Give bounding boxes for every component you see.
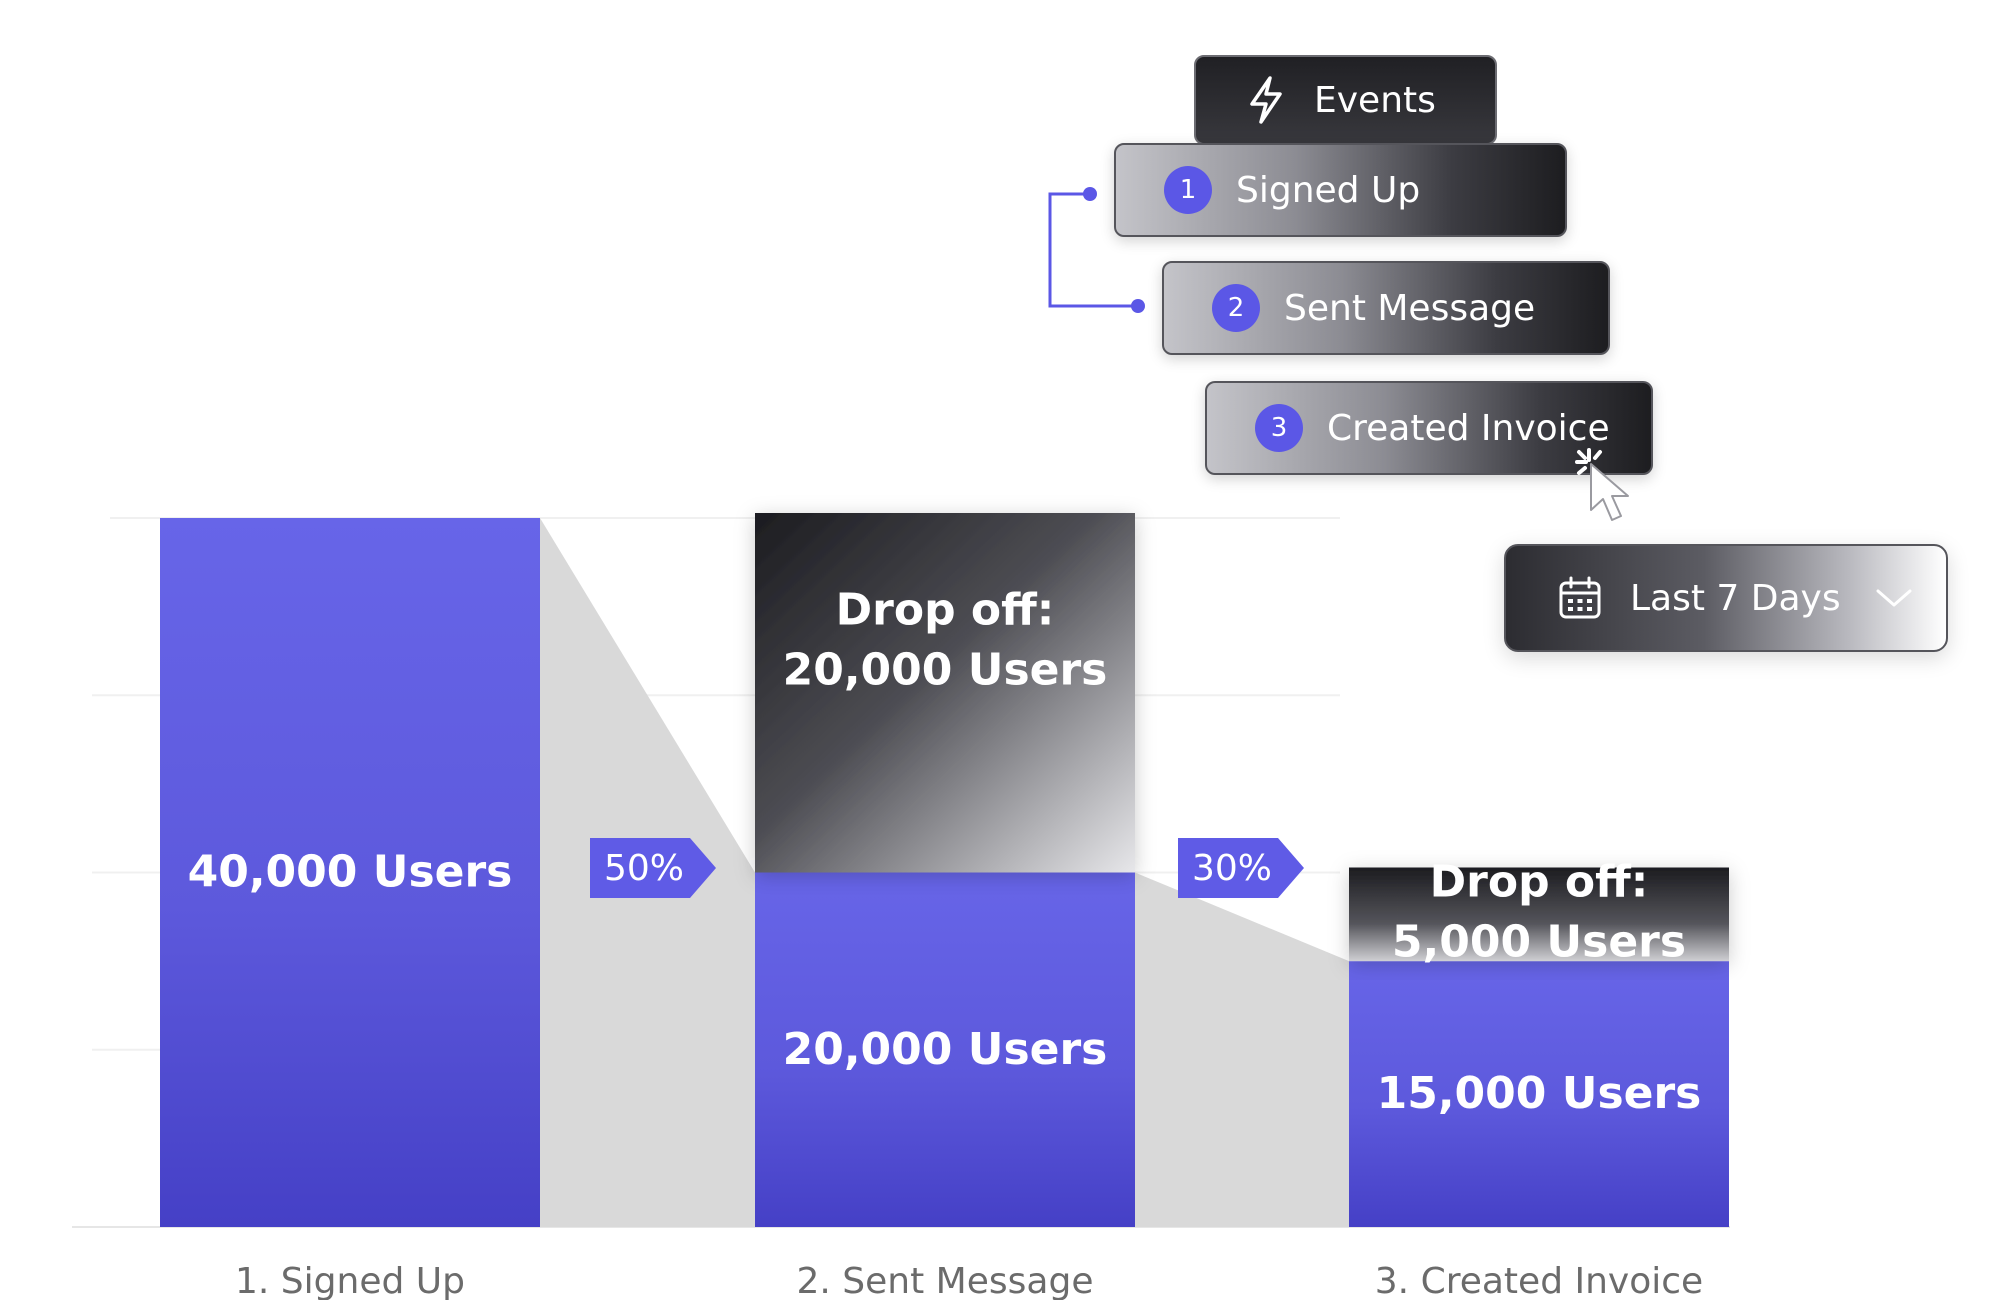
conversion-badge [590,838,716,898]
category-label: 2. Sent Message [797,1261,1094,1300]
dropoff-label: Drop off: [836,584,1055,635]
step-number: 3 [1255,404,1303,452]
event-step-created-invoice[interactable]: 3 Created Invoice [1205,381,1653,475]
dropoff-value: 5,000 Users [1392,916,1686,967]
dropoff-block [1349,867,1729,962]
events-header: Events [1194,55,1497,145]
conversion-rate-label: 50% [604,848,684,889]
step-connector [1048,187,1145,313]
lightning-icon [1250,76,1282,124]
step-number: 1 [1164,166,1212,214]
events-title: Events [1314,79,1436,121]
step-number: 2 [1212,284,1260,332]
dropoff-value: 20,000 Users [783,644,1108,695]
conversion-rate-label: 30% [1192,848,1272,889]
bar-value-label: 15,000 Users [1377,1068,1702,1119]
conversion-badge [1178,838,1304,898]
bar-value-label: 20,000 Users [783,1024,1108,1075]
funnel-bar [160,518,540,1227]
pointer-cursor-icon [1575,448,1629,521]
step-label: Sent Message [1284,287,1536,329]
calendar-icon [1559,576,1601,619]
dropoff-label: Drop off: [1430,856,1649,907]
category-label: 3. Created Invoice [1375,1261,1703,1300]
event-step-signed-up[interactable]: 1 Signed Up [1114,143,1567,237]
chevron-down-icon [1876,589,1912,607]
bar-value-label: 40,000 Users [188,847,513,898]
date-range-select[interactable]: Last 7 Days [1504,544,1948,652]
funnel-connector [1135,872,1349,1227]
step-label: Signed Up [1236,169,1421,211]
funnel-bar [1349,961,1729,1227]
step-label: Created Invoice [1327,407,1610,449]
dropoff-block [755,513,1135,873]
category-label: 1. Signed Up [235,1261,465,1300]
date-range-label: Last 7 Days [1630,577,1841,619]
event-step-sent-message[interactable]: 2 Sent Message [1162,261,1610,355]
funnel-bar [755,872,1135,1227]
